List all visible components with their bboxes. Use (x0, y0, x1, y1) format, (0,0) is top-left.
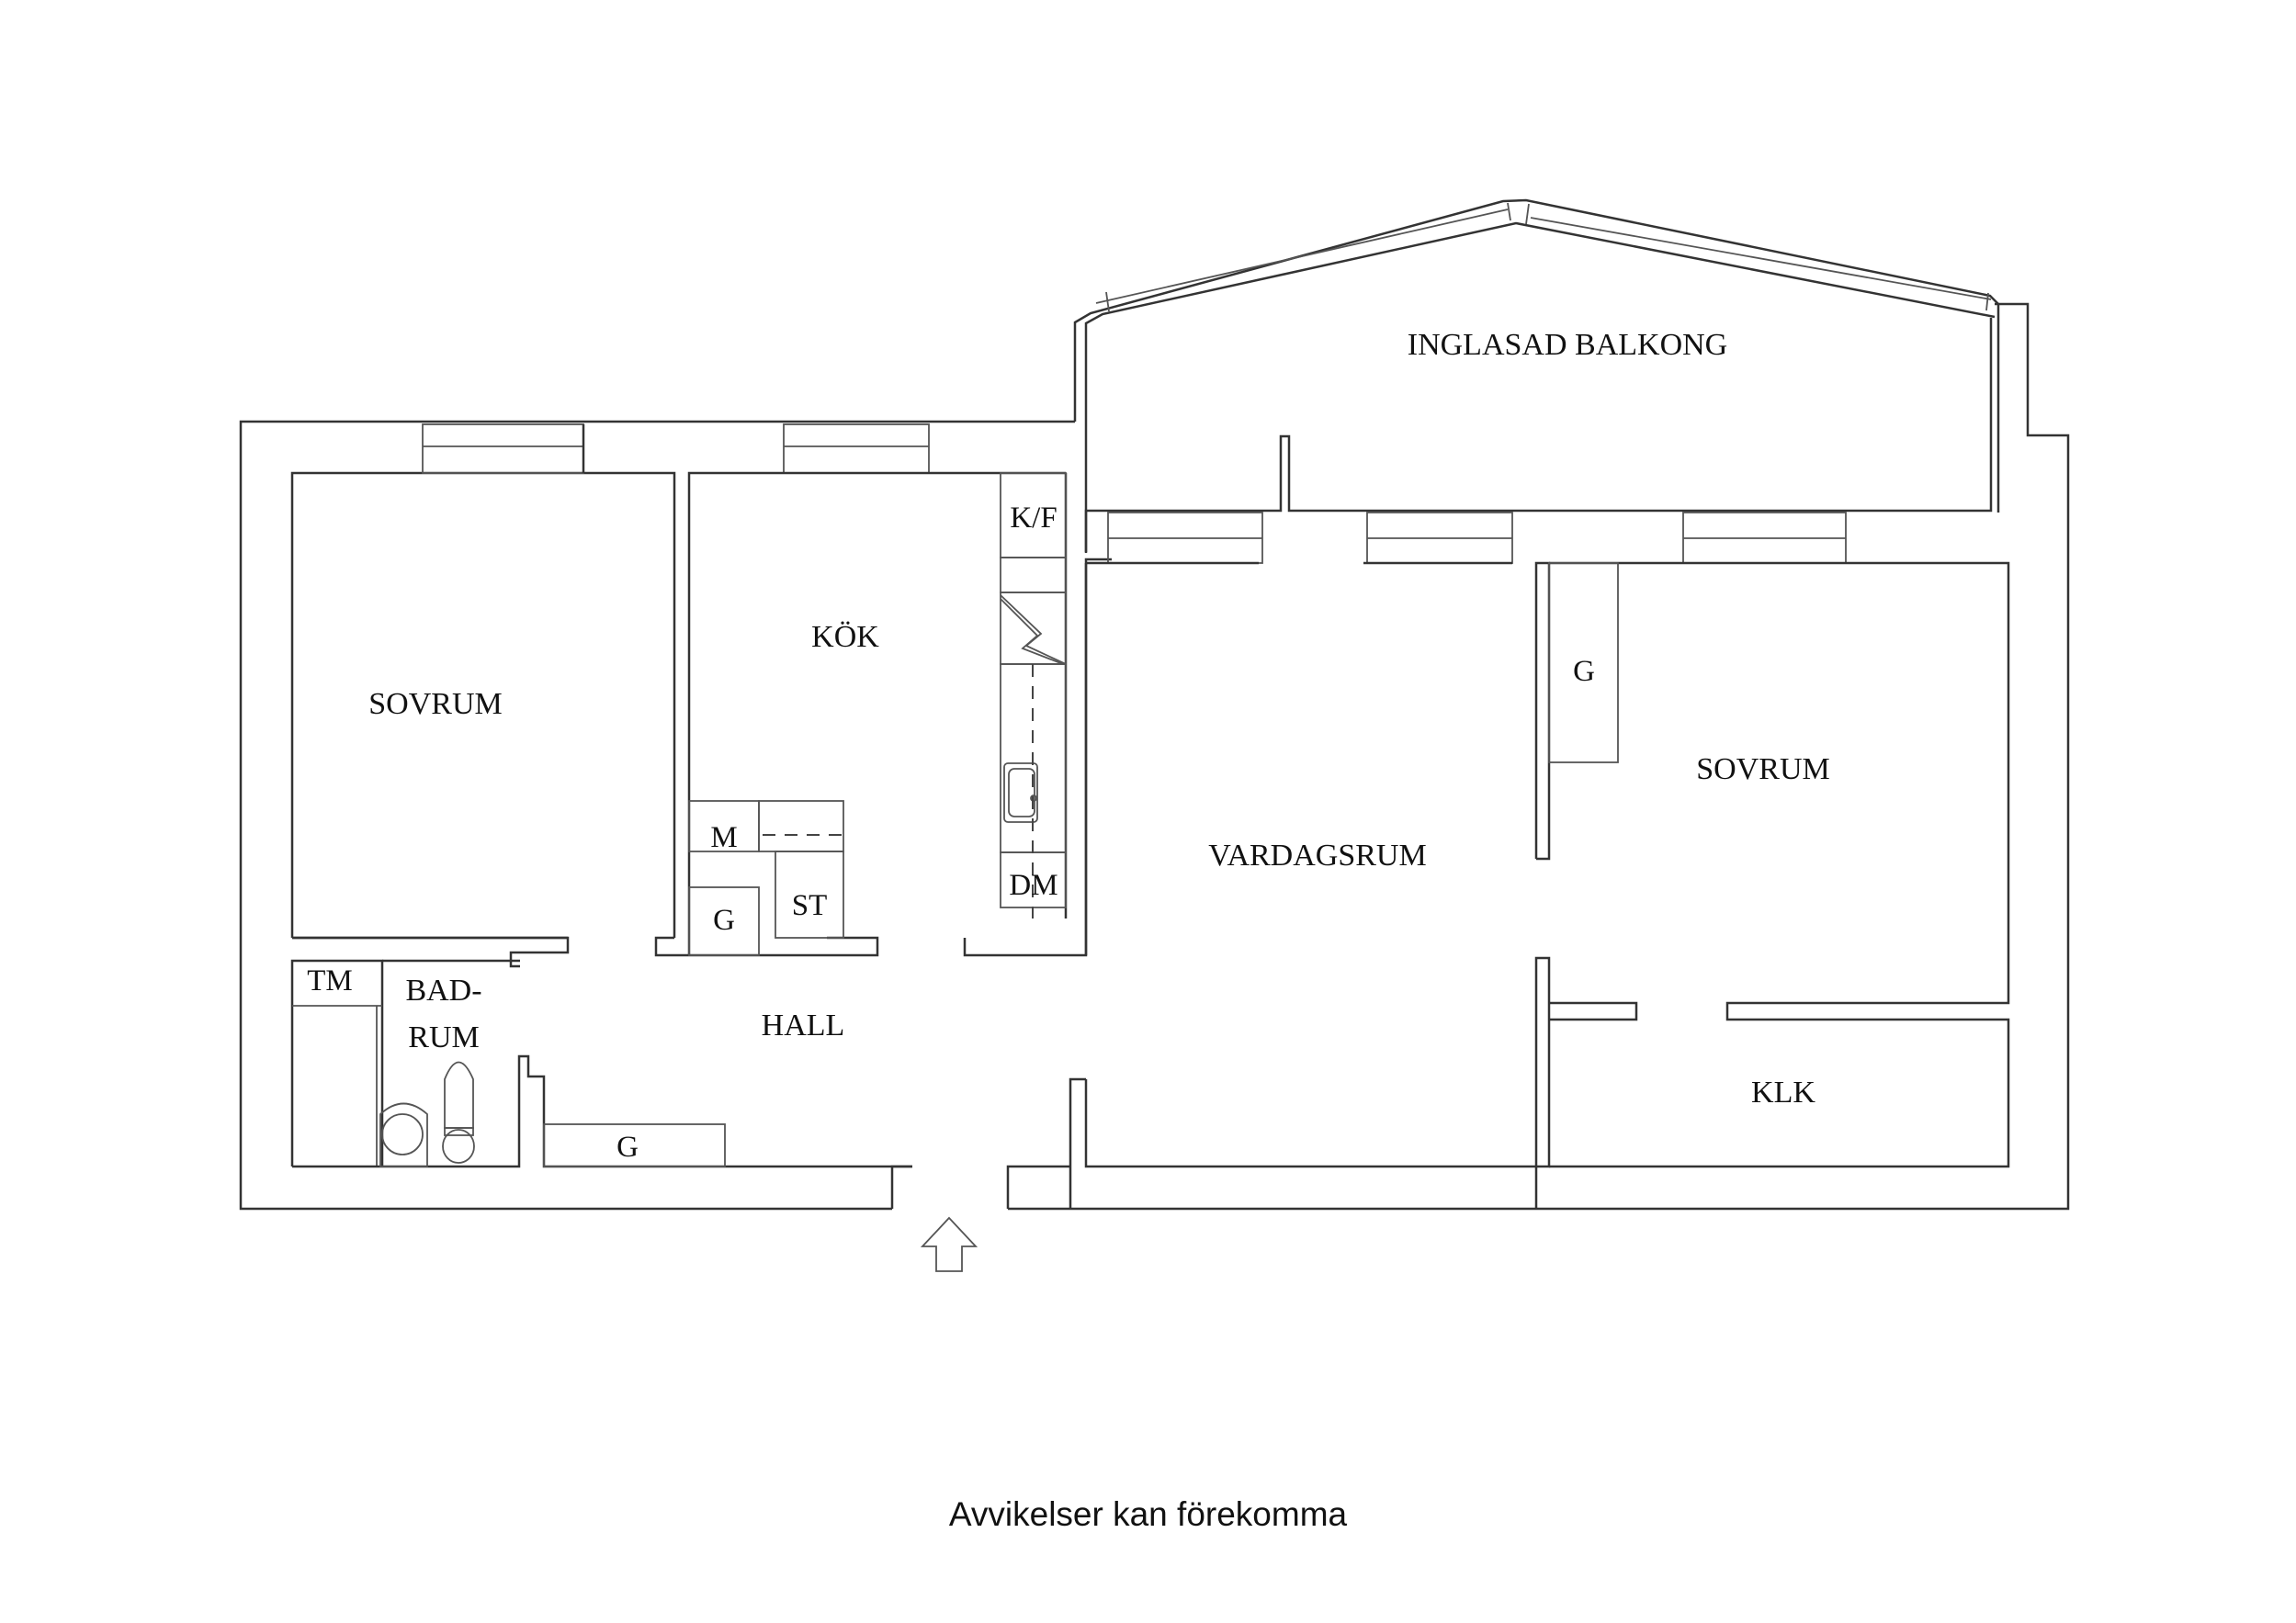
hall (543, 1123, 1070, 1209)
fixture-label-fridge-freezer: K/F (1010, 502, 1057, 535)
fixture-label-dishwasher: DM (1009, 869, 1058, 902)
room-label-bathroom-line2: RUM (408, 1020, 479, 1054)
bedroom-left (292, 936, 570, 968)
windows-top-left (422, 423, 930, 474)
arrow-up-icon (920, 1216, 978, 1272)
living-room (1069, 561, 1551, 1209)
fixture-label-washing-machine: TM (307, 964, 353, 997)
fixture-label-storage: ST (792, 889, 828, 922)
room-label-balcony: INGLASAD BALKONG (1408, 328, 1727, 362)
room-label-bathroom-line1: BAD- (405, 974, 481, 1008)
room-label-hall: HALL (762, 1009, 845, 1043)
fixture-label-wardrobe-kitchen: G (713, 904, 735, 937)
disclaimer-text: Avvikelser kan förekomma (948, 1495, 1348, 1533)
windows-balcony (1107, 512, 1847, 564)
bedroom-right (1548, 561, 2010, 1168)
room-label-walk-in-closet: KLK (1751, 1076, 1815, 1110)
balcony (1073, 198, 2000, 553)
room-label-bedroom-left: SOVRUM (368, 687, 502, 721)
room-label-bedroom-right: SOVRUM (1696, 752, 1829, 786)
room-label-kitchen: KÖK (811, 620, 879, 654)
fixture-label-wardrobe-bedroom: G (1573, 655, 1595, 688)
room-label-living-room: VARDAGSRUM (1208, 839, 1426, 873)
fixture-label-microwave: M (710, 821, 737, 854)
fixture-label-wardrobe-hall: G (616, 1131, 639, 1164)
kitchen (654, 471, 1112, 957)
bathroom (290, 959, 912, 1168)
